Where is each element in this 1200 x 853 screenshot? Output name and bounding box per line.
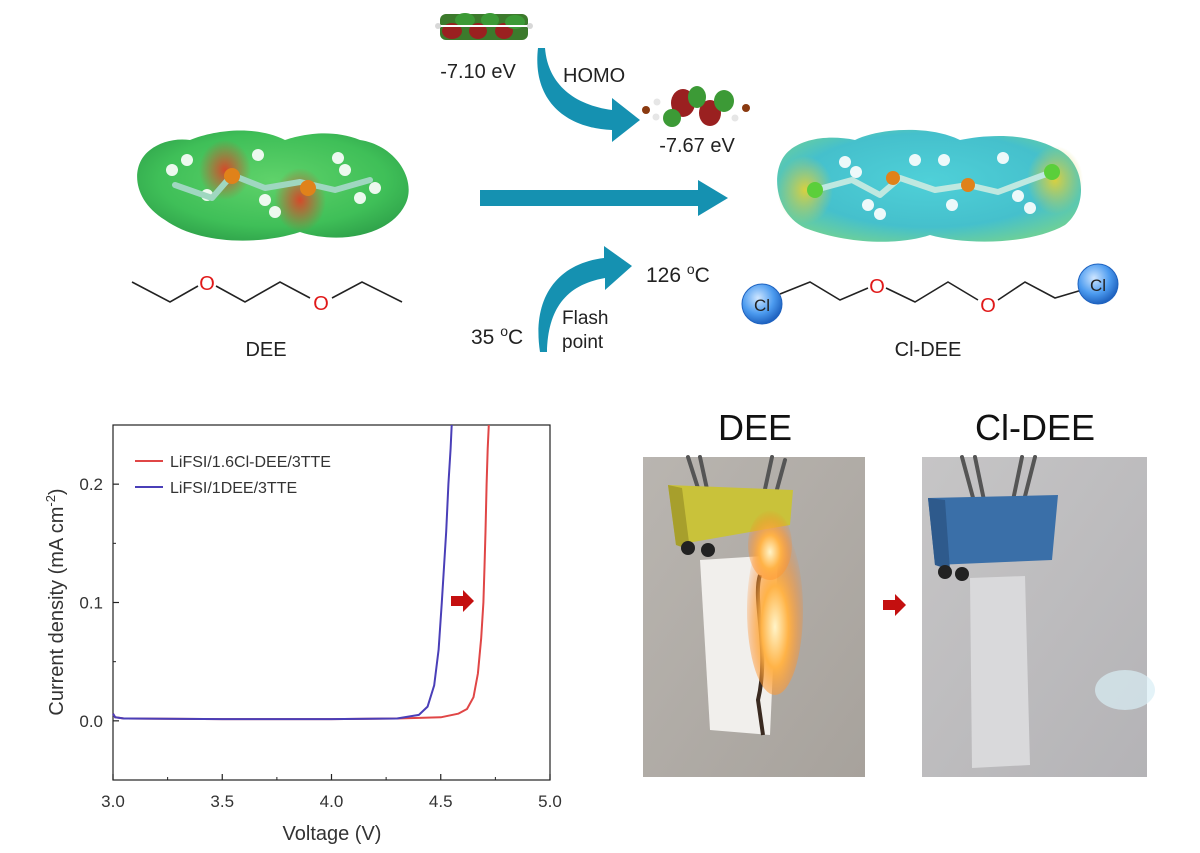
cl-dee-name-label: Cl-DEE [895, 339, 962, 361]
flash-point-high: 126 oC [646, 261, 710, 287]
chlorine-label-left: Cl [754, 296, 770, 315]
y-axis-label: Current density (mA cm-2) [43, 488, 68, 715]
cl-dee-oxygen-2: O [980, 295, 996, 317]
flash-point-low: 35 oC [471, 323, 523, 349]
transformation-arrow-icon [480, 180, 728, 216]
photo-title-cl-dee: Cl-DEE [975, 407, 1095, 448]
homo-energy-cl-dee: -7.67 eV [659, 135, 735, 157]
y-tick-label: 0.1 [79, 594, 103, 613]
flammability-photos: DEE Cl-DEE [643, 407, 1155, 777]
y-tick-label: 0.2 [79, 475, 103, 494]
homo-energy-dee: -7.10 eV [440, 61, 516, 83]
homo-label: HOMO [563, 65, 625, 87]
series-lines [112, 424, 490, 721]
x-axis-label: Voltage (V) [283, 823, 382, 845]
y-axis-ticks: 0.0 0.1 0.2 [79, 424, 119, 781]
chlorine-label-right: Cl [1090, 276, 1106, 295]
cl-dee-esp-surface [777, 129, 1083, 242]
dee-name-label: DEE [245, 339, 286, 361]
x-tick-label: 5.0 [538, 792, 562, 811]
photo-transition-arrow-icon [883, 594, 906, 616]
reaction-scheme: O O DEE -7.10 eV HOMO [131, 13, 1119, 361]
legend: LiFSI/1.6Cl-DEE/3TTE LiFSI/1DEE/3TTE [135, 454, 331, 497]
photo-cl-dee-nonflammable [922, 455, 1155, 777]
flash-point-arrow-icon [538, 246, 632, 352]
chlorine-ball-left [741, 283, 783, 325]
homo-orbital-cl-dee [642, 86, 750, 127]
lsv-chart: 3.0 3.5 4.0 4.5 5.0 0.0 0.1 0.2 LiFSI/1.6Cl-DE… [43, 424, 562, 845]
y-tick-label: 0.0 [79, 712, 103, 731]
cl-dee-oxygen-1: O [869, 276, 885, 298]
photo-dee-burning [643, 455, 865, 777]
flash-point-label-line2: point [562, 332, 604, 353]
x-axis-ticks: 3.0 3.5 4.0 4.5 5.0 [101, 774, 562, 811]
plot-frame [112, 424, 551, 781]
cl-dee-structure: Cl O O Cl Cl-DEE [741, 263, 1119, 361]
legend-label-dee: LiFSI/1DEE/3TTE [170, 480, 297, 497]
legend-label-cl-dee: LiFSI/1.6Cl-DEE/3TTE [170, 454, 331, 471]
x-tick-label: 4.0 [320, 792, 344, 811]
dee-structure: O O DEE [131, 273, 403, 361]
series-line-1 [112, 424, 453, 721]
shift-arrow-icon [451, 590, 474, 612]
x-tick-label: 3.5 [210, 792, 234, 811]
x-tick-label: 4.5 [429, 792, 453, 811]
photo-title-dee: DEE [718, 407, 792, 448]
chlorine-ball-right [1077, 263, 1119, 305]
x-tick-label: 3.0 [101, 792, 125, 811]
dee-esp-surface [137, 130, 409, 241]
flash-point-label-line1: Flash [562, 308, 608, 329]
homo-orbital-dee [435, 13, 533, 40]
dee-oxygen-1: O [199, 273, 215, 295]
homo-arrow-icon [537, 48, 640, 142]
dee-oxygen-2: O [313, 293, 329, 315]
